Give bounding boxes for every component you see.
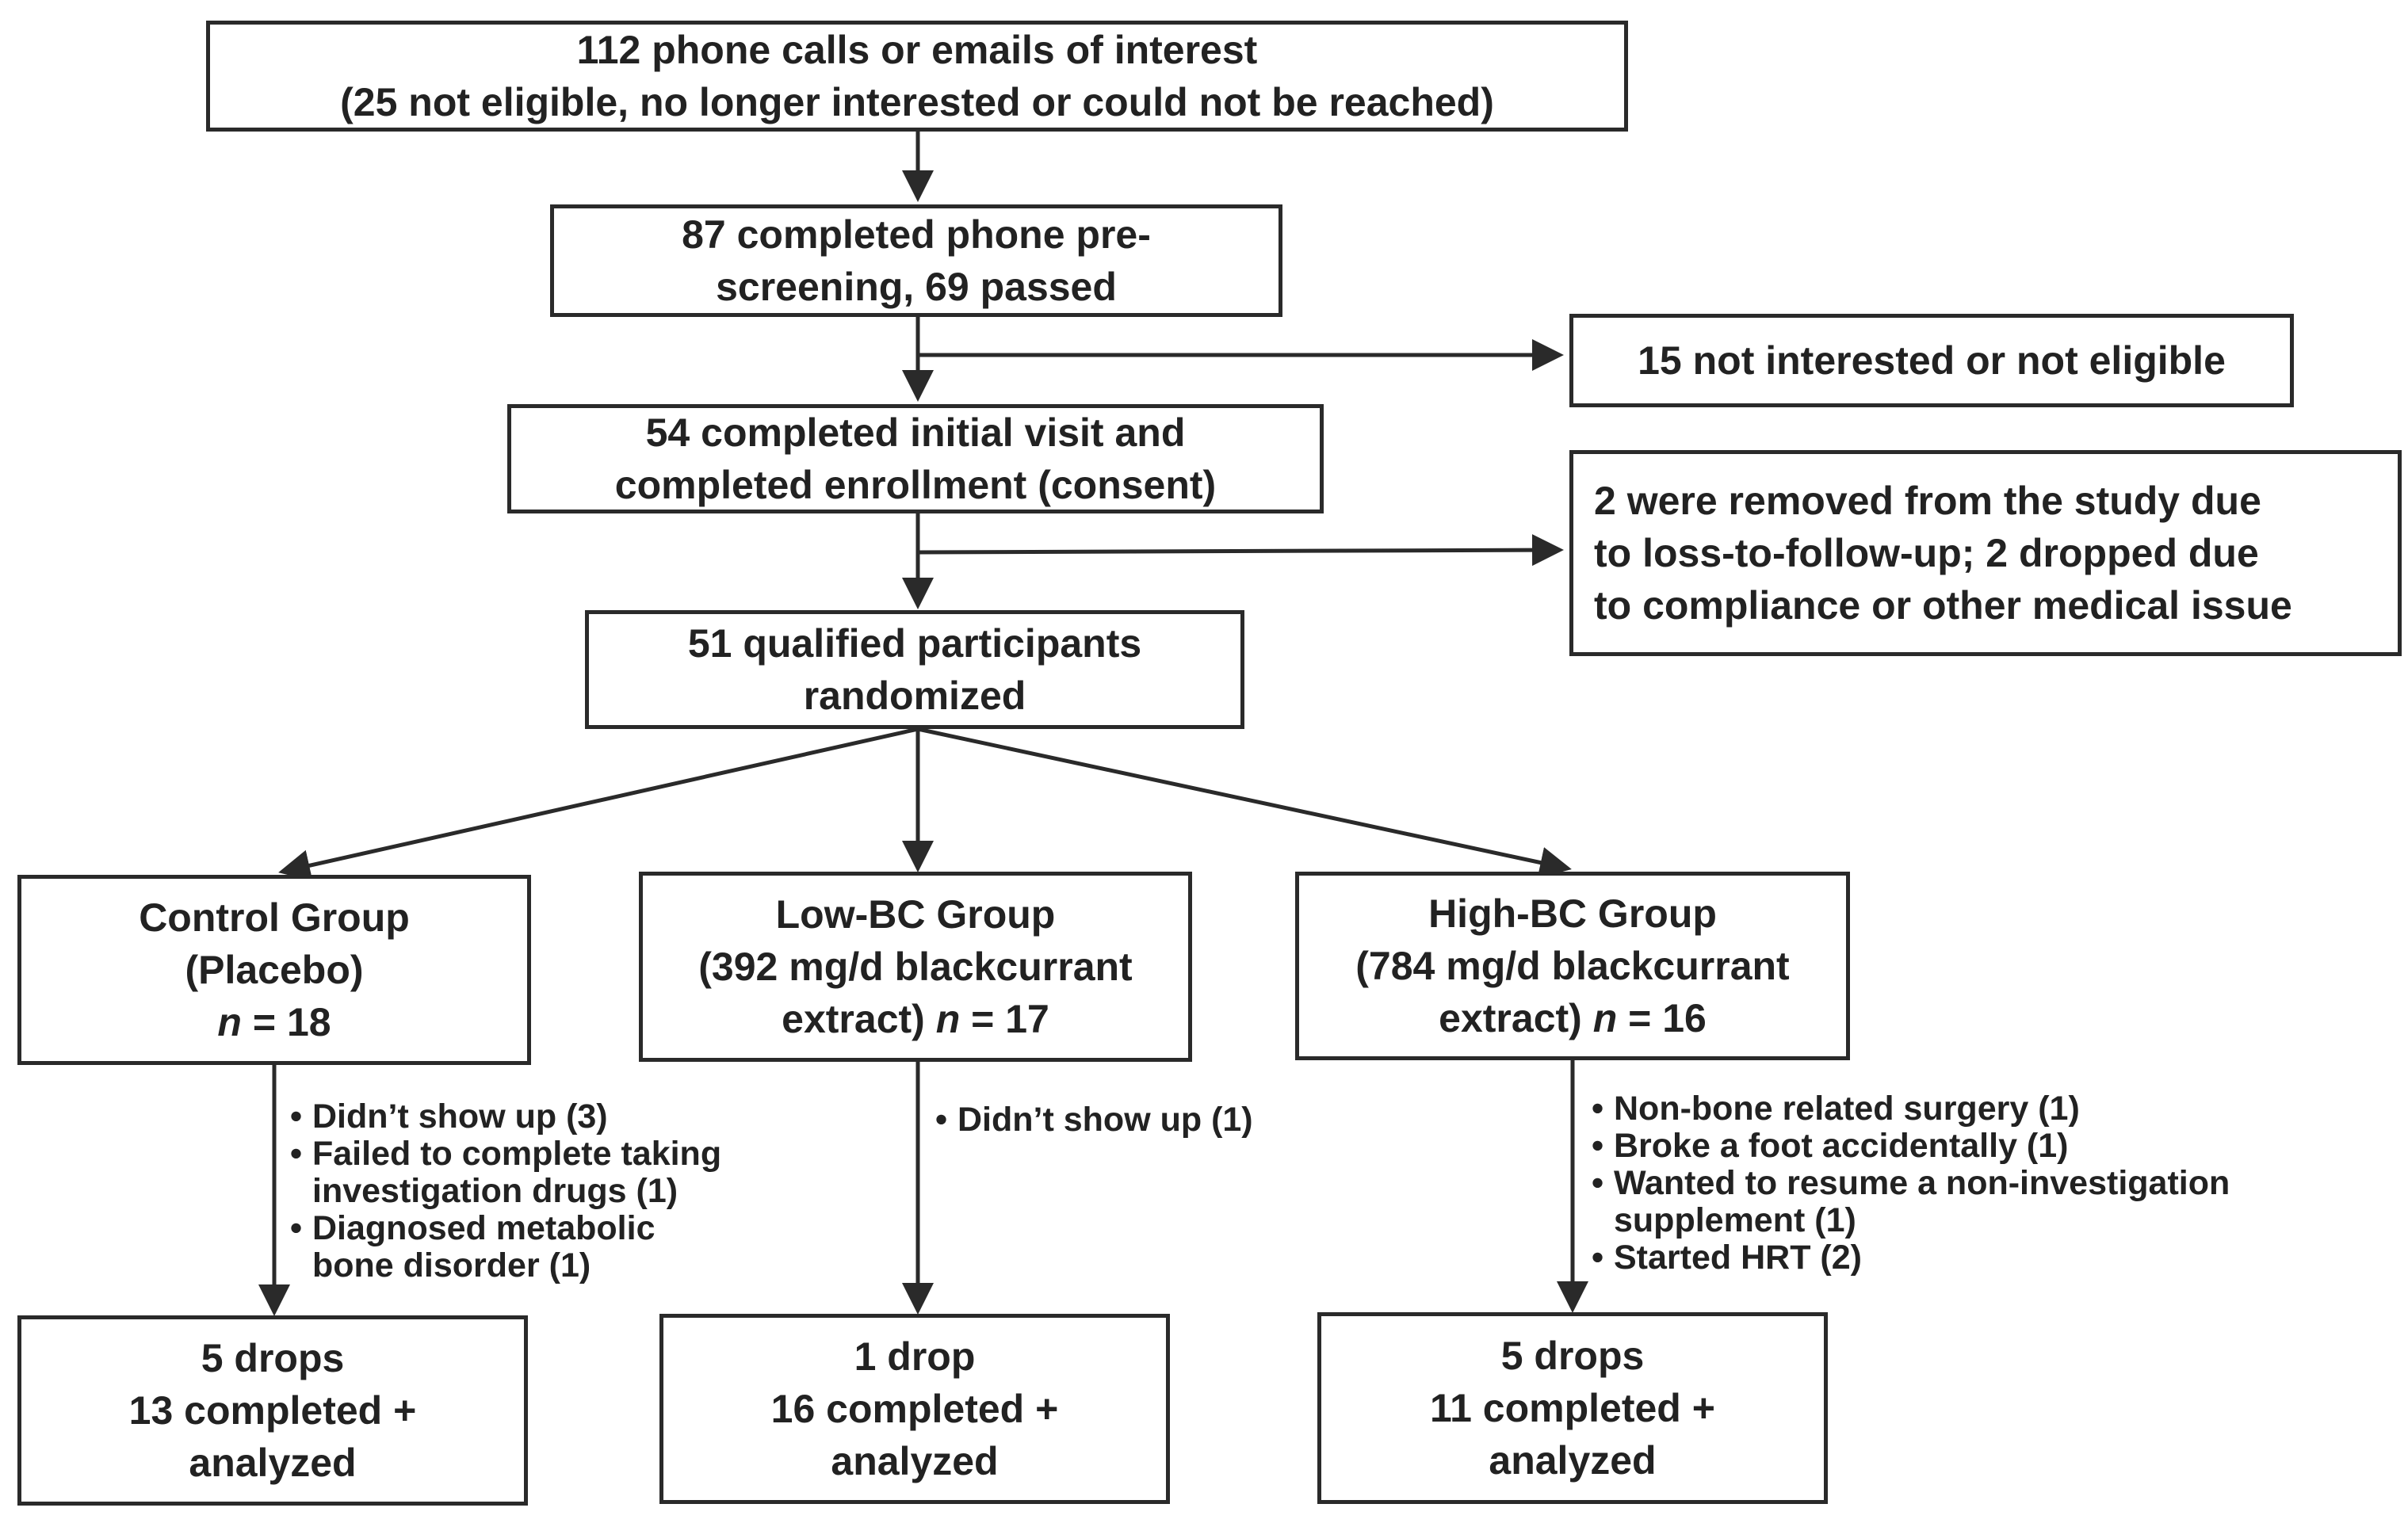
low-bc-completed: 16 completed + [770,1387,1059,1431]
control-analyzed: analyzed [189,1441,357,1485]
low-bc-group-n: extract) n = 17 [782,993,1049,1045]
randomized-box: 51 qualified participants randomized [585,610,1244,729]
n-symbol: n [217,1000,242,1044]
dropout-reason-continued: investigation drugs (1) [312,1172,678,1210]
dropout-reason: Didn’t show up (3) [287,1098,721,1136]
high-bc-detail-2: extract) [1439,996,1593,1040]
control-group-detail: (Placebo) [185,948,364,992]
enrollment-line-1: 54 completed initial visit and [645,410,1186,455]
control-group-name: Control Group [139,895,410,940]
control-dropout-reasons: Didn’t show up (3) Failed to complete ta… [287,1098,721,1284]
randomized-line-1: 51 qualified participants [687,621,1142,666]
control-group-n: n = 18 [217,996,331,1048]
removed-line-3: to compliance or other medical issue [1594,583,2292,628]
high-bc-outcome-box: 5 drops 11 completed + analyzed [1317,1312,1828,1504]
control-drops: 5 drops [201,1336,345,1380]
control-outcome-box: 5 drops 13 completed + analyzed [17,1315,528,1506]
not-interested-text: 15 not interested or not eligible [1638,338,2226,383]
low-bc-outcome-box: 1 drop 16 completed + analyzed [659,1314,1170,1504]
n-symbol: n [935,997,961,1041]
low-bc-dropout-reasons: Didn’t show up (1) [932,1101,1253,1139]
prescreen-line-2: screening, 69 passed [716,265,1117,309]
arrow-to-high-bc [917,727,1572,879]
randomized-line-2: randomized [803,674,1026,718]
removed-line-2: to loss-to-follow-up; 2 dropped due [1594,531,2259,575]
dropout-reason: Non-bone related surgery (1) [1588,1090,2230,1128]
arrow-to-removed [917,534,1564,567]
removed-box: 2 were removed from the study due to los… [1569,450,2402,656]
dropout-reason: Failed to complete taking [287,1136,721,1174]
dropout-reason-continued: bone disorder (1) [312,1246,591,1284]
interest-line-1: 112 phone calls or emails of interest [576,28,1258,72]
dropout-reason: Diagnosed metabolic [287,1210,721,1248]
low-bc-analyzed: analyzed [831,1439,999,1483]
prescreen-box: 87 completed phone pre- screening, 69 pa… [550,204,1282,317]
control-n-value: = 18 [241,1000,331,1044]
dropout-reason: Broke a foot accidentally (1) [1588,1128,2230,1166]
enrollment-line-2: completed enrollment (consent) [614,463,1217,507]
interest-line-2: (25 not eligible, no longer interested o… [340,80,1494,124]
interest-box: 112 phone calls or emails of interest (2… [206,21,1628,132]
low-bc-group-detail: (392 mg/d blackcurrant [698,945,1133,989]
n-symbol: n [1592,996,1618,1040]
high-bc-group-box: High-BC Group (784 mg/d blackcurrant ext… [1295,872,1850,1060]
dropout-reason: Started HRT (2) [1588,1239,2230,1277]
low-bc-group-box: Low-BC Group (392 mg/d blackcurrant extr… [639,872,1192,1062]
high-bc-completed: 11 completed + [1430,1386,1715,1430]
dropout-reason: Wanted to resume a non-investigation [1588,1165,2230,1203]
arrow-to-control [278,727,919,881]
high-bc-dropout-reasons: Non-bone related surgery (1) Broke a foo… [1588,1090,2230,1277]
low-bc-n-value: = 17 [960,997,1049,1041]
enrollment-box: 54 completed initial visit and completed… [507,404,1324,513]
control-group-box: Control Group (Placebo) n = 18 [17,875,531,1065]
dropout-reason: Didn’t show up (1) [932,1101,1253,1139]
high-bc-group-name: High-BC Group [1428,891,1717,936]
low-bc-drops: 1 drop [854,1334,976,1379]
high-bc-n-value: = 16 [1617,996,1707,1040]
high-bc-drops: 5 drops [1500,1334,1645,1378]
control-completed: 13 completed + [128,1388,417,1433]
low-bc-detail-2: extract) [782,997,936,1041]
high-bc-group-n: extract) n = 16 [1439,992,1707,1044]
high-bc-group-detail: (784 mg/d blackcurrant [1355,944,1790,988]
dropout-reason-continued: supplement (1) [1614,1201,1856,1239]
high-bc-analyzed: analyzed [1489,1438,1657,1483]
not-interested-box: 15 not interested or not eligible [1569,314,2294,407]
removed-line-1: 2 were removed from the study due [1594,479,2261,523]
prescreen-line-1: 87 completed phone pre- [682,212,1151,257]
low-bc-group-name: Low-BC Group [775,892,1056,937]
